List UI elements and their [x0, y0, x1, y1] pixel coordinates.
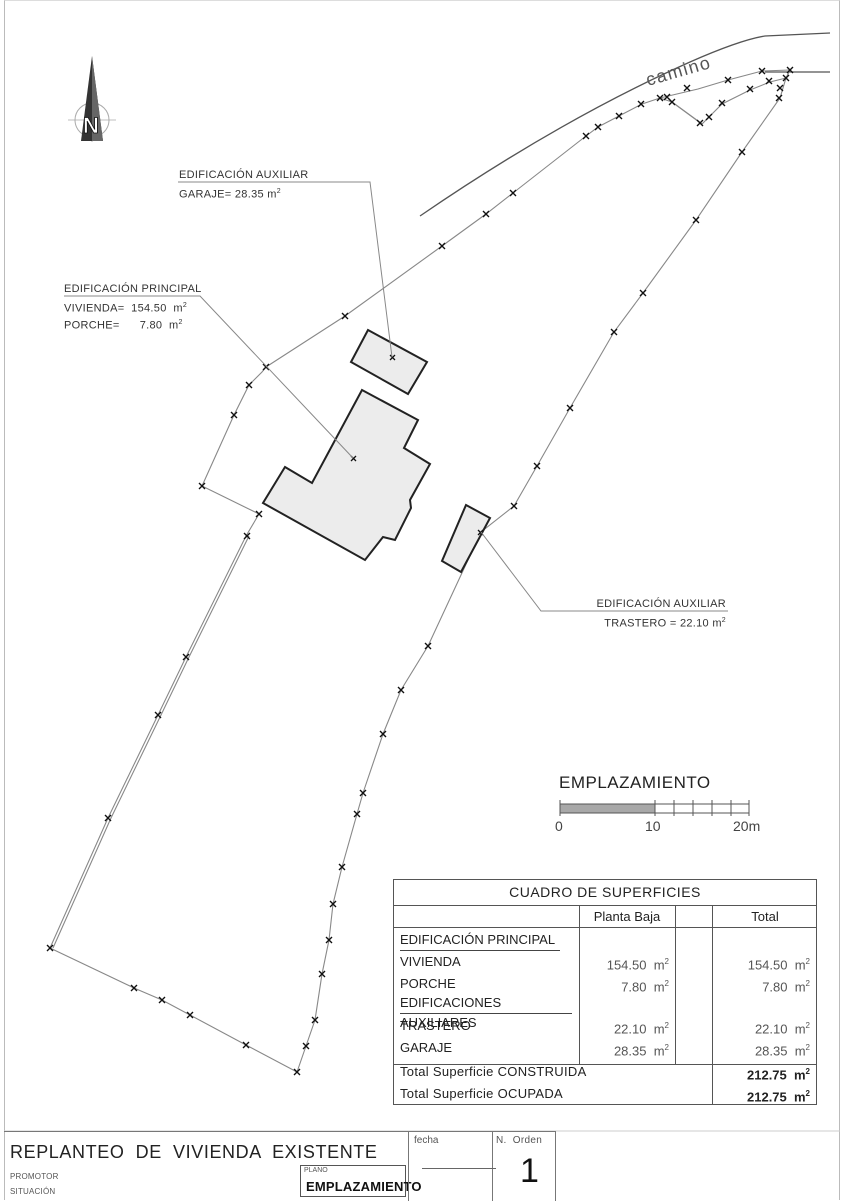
- survey-points: [46, 66, 794, 1076]
- title-block: REPLANTEO DE VIVIENDA EXISTENTE PROMOTOR…: [4, 1131, 556, 1201]
- surface-table-title: CUADRO DE SUPERFICIES: [394, 880, 816, 906]
- leader-lines: [64, 181, 728, 612]
- buildings: [261, 328, 492, 574]
- vivienda-building: [261, 388, 432, 562]
- col-header-total: Total: [751, 909, 779, 924]
- total-construida-value: 212.75 m2: [747, 1067, 810, 1083]
- building-centroids: [350, 354, 484, 536]
- orden-value: 1: [520, 1152, 539, 1190]
- section-heading-auxiliares: EDIFICACIONES AUXILIARES: [400, 993, 572, 1030]
- callout-principal: EDIFICACIÓN PRINCIPAL VIVIENDA= 154.50 m…: [64, 283, 202, 332]
- section-heading-principal: EDIFICACIÓN PRINCIPAL: [400, 930, 560, 951]
- promotor-label: PROMOTOR: [10, 1172, 59, 1181]
- total-ocupada-label: Total Superficie OCUPADA: [400, 1086, 564, 1101]
- plano-label: PLANO: [304, 1167, 328, 1174]
- row-value-vivienda-pb: 154.50 m2: [606, 957, 669, 973]
- fecha-line: [422, 1168, 496, 1169]
- callout-trastero-value: TRASTERO = 22.10 m: [604, 617, 722, 630]
- col-header-planta-baja: Planta Baja: [593, 909, 661, 924]
- trastero-building: [440, 503, 492, 574]
- project-title: REPLANTEO DE VIVIENDA EXISTENTE: [10, 1142, 378, 1162]
- callout-garaje: EDIFICACIÓN AUXILIAR GARAJE= 28.35 m2: [179, 169, 309, 201]
- scale-title: EMPLAZAMIENTO: [559, 773, 711, 792]
- callout-trastero-title: EDIFICACIÓN AUXILIAR: [596, 598, 726, 610]
- callout-principal-title: EDIFICACIÓN PRINCIPAL: [64, 283, 202, 295]
- row-value-porche-total: 7.80 m2: [762, 979, 810, 995]
- row-label-vivienda: VIVIENDA: [400, 954, 461, 969]
- callout-garaje-value: GARAJE= 28.35 m: [179, 188, 277, 201]
- scale-tick-10: 10: [645, 818, 661, 834]
- scale-tick-0: 0: [555, 818, 563, 834]
- fecha-label: fecha: [414, 1135, 439, 1146]
- surface-table: CUADRO DE SUPERFICIES Planta Baja Total …: [393, 879, 817, 1105]
- row-value-porche-pb: 7.80 m2: [621, 979, 669, 995]
- total-ocupada-value: 212.75 m2: [747, 1089, 810, 1105]
- scale-tick-20: 20m: [733, 818, 761, 834]
- callout-trastero: EDIFICACIÓN AUXILIAR TRASTERO = 22.10 m2: [596, 598, 726, 630]
- total-construida-label: Total Superficie CONSTRUIDA: [400, 1064, 587, 1079]
- row-value-garaje-total: 28.35 m2: [754, 1043, 810, 1059]
- situacion-label: SITUACIÓN: [10, 1187, 56, 1196]
- garaje-building: [349, 328, 429, 396]
- survey-point-markers: [46, 66, 794, 1076]
- north-label: N: [83, 113, 99, 138]
- row-value-garaje-pb: 28.35 m2: [613, 1043, 669, 1059]
- callout-porche-value: PORCHE= 7.80 m: [64, 319, 179, 332]
- row-label-garaje: GARAJE: [400, 1040, 453, 1055]
- row-value-trastero-pb: 22.10 m2: [613, 1021, 669, 1037]
- plano-value: EMPLAZAMIENTO: [306, 1179, 422, 1194]
- row-value-vivienda-total: 154.50 m2: [747, 957, 810, 973]
- sheet-frame: [4, 0, 840, 1200]
- road-edges: [419, 32, 831, 217]
- orden-label: N. Orden: [496, 1135, 543, 1146]
- row-value-trastero-total: 22.10 m2: [754, 1021, 810, 1037]
- callout-vivienda-value: VIVIENDA= 154.50 m: [64, 302, 183, 315]
- scale-bar: [559, 800, 750, 816]
- plano-box: PLANO EMPLAZAMIENTO: [300, 1165, 422, 1197]
- north-arrow-icon: N: [68, 56, 116, 142]
- row-label-trastero: TRASTERO: [400, 1018, 471, 1033]
- road-label: camino: [644, 52, 714, 90]
- callout-garaje-title: EDIFICACIÓN AUXILIAR: [179, 169, 309, 181]
- row-label-porche: PORCHE: [400, 976, 456, 991]
